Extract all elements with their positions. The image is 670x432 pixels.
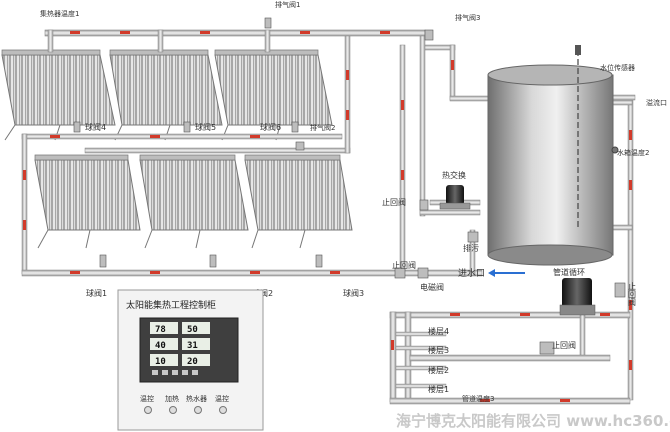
label-water-level-sensor: 水位传感器 (600, 63, 635, 72)
storage-tank (487, 45, 619, 266)
label-ball-valve-3: 球阀3 (343, 288, 364, 298)
indicator-lights (152, 370, 198, 375)
inlet-arrow (488, 269, 525, 277)
label-ball-valve-4: 球阀4 (85, 122, 106, 132)
lcd-row-3: 10 20 (150, 354, 210, 367)
label-drain: 排污 (463, 243, 479, 253)
label-ball-valve-6: 球阀6 (260, 122, 281, 132)
label-check-valve-mid: 止回阀 (392, 260, 416, 270)
label-solenoid-valve: 电磁阀 (420, 282, 444, 292)
lcd-row-1: 78 50 (150, 322, 210, 335)
control-button-3[interactable] (194, 406, 202, 414)
label-check-valve-top: 止回阀 (382, 197, 406, 207)
control-cabinet: 太阳能集热工程控制柜 78 50 40 31 10 20 (117, 289, 264, 431)
valves (73, 17, 626, 355)
solar-collector-3 (214, 49, 333, 141)
control-button-4[interactable] (219, 406, 227, 414)
heat-exchange-pump (439, 185, 471, 210)
label-ball-valve-1: 球阀1 (86, 288, 107, 298)
control-button-label-4: 温控 (215, 394, 229, 403)
circulation-pump (559, 278, 596, 316)
control-button-label-3: 热水器 (186, 394, 207, 403)
label-vent-valve-2: 排气阀2 (310, 123, 335, 132)
lcd-2-right: 31 (187, 341, 198, 351)
label-ball-valve-5: 球阀5 (195, 122, 216, 132)
solar-collector-6 (244, 154, 353, 249)
solar-collector-5 (139, 154, 249, 249)
label-vent-valve-1: 排气阀1 (275, 0, 300, 9)
lcd-2-left: 40 (155, 341, 166, 351)
label-floor-4: 楼层4 (428, 326, 449, 336)
label-pipe-circulation: 管道循环 (553, 267, 585, 277)
label-vent-valve-3: 排气阀3 (455, 13, 480, 22)
flow-arrows (23, 31, 632, 402)
lcd-1-left: 78 (155, 325, 166, 335)
control-buttons: 温控 加热 热水器 温控 (140, 394, 229, 414)
control-cabinet-title: 太阳能集热工程控制柜 (126, 299, 216, 311)
label-overflow: 溢流口 (646, 98, 667, 107)
control-button-1[interactable] (144, 406, 152, 414)
control-button-label-2: 加热 (165, 394, 179, 403)
collector-row-upper (1, 49, 333, 141)
label-heat-exchanger: 热交换 (442, 170, 466, 180)
solar-collector-4 (34, 154, 141, 249)
solar-collector-2 (109, 49, 223, 141)
label-floor-2: 楼层2 (428, 365, 449, 375)
label-collector-temp-1: 集热器温度1 (40, 9, 79, 18)
solar-collector-1 (1, 49, 116, 141)
label-pipe-temp: 管道温度3 (462, 394, 494, 403)
label-water-inlet: 进水口 (458, 267, 485, 279)
label-check-valve-right: 止回阀 (628, 281, 637, 307)
lcd-3-right: 20 (187, 357, 198, 367)
label-floor-1: 楼层1 (428, 384, 449, 394)
label-check-valve-low: 止回阀 (552, 340, 576, 350)
control-button-label-1: 温控 (140, 394, 154, 403)
collector-row-lower (34, 154, 353, 249)
lcd-3-left: 10 (155, 357, 166, 367)
label-floor-3: 楼层3 (428, 345, 449, 355)
lcd-row-2: 40 31 (150, 338, 210, 351)
lcd-1-right: 50 (187, 325, 198, 335)
watermark: 海宁博克太阳能有限公司 www.hc360.com (396, 412, 670, 430)
label-tank-temp: 水箱温度2 (617, 148, 649, 157)
control-button-2[interactable] (169, 406, 177, 414)
